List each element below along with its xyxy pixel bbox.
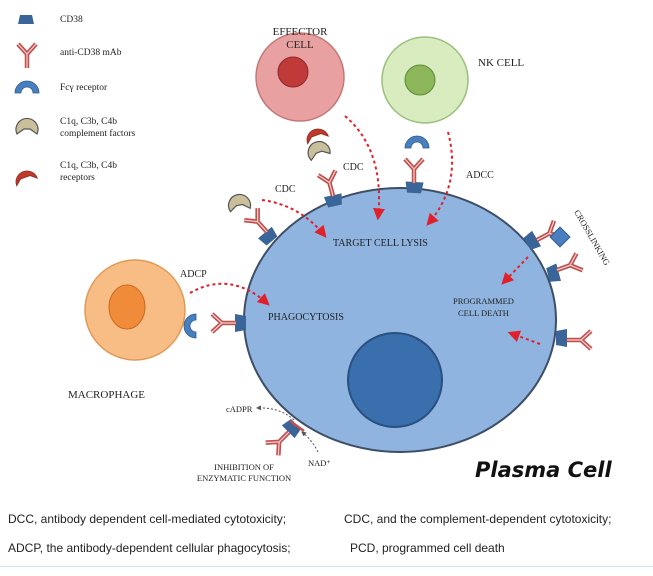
arrows [189,115,541,345]
phagocytosis-label: PHAGOCYTOSIS [268,312,344,323]
pcd-label-1: PROGRAMMED [453,296,514,306]
cd38-macrophage [235,314,246,332]
target-lysis-label: TARGET CELL LYSIS [333,238,428,249]
plasma-cell-nucleus [347,332,443,428]
legend-antibody-icon [18,44,36,68]
nk-fc-receptor [404,135,430,149]
cd38-right-low [556,329,567,347]
footnote-cdc: CDC, and the complement-dependent cytoto… [344,512,612,526]
inhibition-label-1: INHIBITION OF [214,462,274,472]
legend-fc-receptor-label: Fcγ receptor [60,83,108,93]
arrow-nk-lysis [426,131,454,226]
arrow-pcd [507,330,541,345]
nk-cell: NK CELL [381,36,524,124]
legend-receptor-label-2: receptors [60,173,95,183]
arrow-cdc-lysis [261,199,327,238]
legend-complement-icon [15,117,39,135]
plasma-cell-label: Plasma Cell [475,458,612,482]
bottom-divider [0,566,653,567]
cadpr-label: cADPR [226,404,253,414]
complement-factor-left [226,192,252,213]
antibody-macrophage [212,314,236,332]
arrow-nad [301,431,319,453]
legend-antibody-label: anti-CD38 mAb [60,48,122,58]
effector-label-2: CELL [286,39,314,51]
arrow-cadpr [256,405,295,421]
footnote-adcp: ADCP, the antibody-dependent cellular ph… [8,541,291,555]
antibody-nk [405,159,423,183]
inhibition-label-2: ENZYMATIC FUNCTION [197,473,291,483]
adcp-label: ADCP [180,269,207,280]
legend-fc-receptor-icon [14,80,40,94]
crosslinking-cd38 [549,226,571,248]
cdc-left-label: CDC [275,184,296,195]
enzymatic-block [289,419,305,433]
footnote-dcc: DCC, antibody dependent cell-mediated cy… [8,512,287,526]
enzymatic-arrows [256,405,319,453]
legend-complement-label-2: complement factors [60,128,135,139]
effector-label-1: EFFECTOR [273,26,328,38]
nad-label: NAD⁺ [308,458,331,468]
pcd-label-2: CELL DEATH [458,308,509,318]
antibody-pcd [567,331,591,349]
macrophage-cell: MACROPHAGE [68,259,186,401]
plasma-cell [243,187,557,453]
legend-complement-label-1: C1q, C3b, C4b [60,117,117,127]
cdc-top-label: CDC [343,162,364,173]
effector-receptor-stack [303,125,332,162]
arrow-effector-lysis [344,115,385,221]
legend: CD38 anti-CD38 mAb Fcγ receptor C1q, C3b… [12,15,135,187]
macrophage-fc-receptor [183,313,197,339]
footnote-pcd: PCD, programmed cell death [350,541,505,555]
legend-cd38-icon [18,15,34,24]
crosslinking-label: CROSSLINKING [572,208,612,267]
arrow-crosslink-pcd [501,256,529,285]
effector-cell: EFFECTOR CELL [255,26,345,122]
macrophage-label: MACROPHAGE [68,389,145,401]
cd38-top-right [405,181,424,194]
nk-label: NK CELL [478,57,524,69]
legend-cd38-label: CD38 [60,15,83,25]
arrow-adcp [189,282,270,306]
legend-receptor-label-1: C1q, C3b, C4b [60,161,117,171]
legend-complement-receptor-icon [12,167,38,187]
adcc-label: ADCC [466,170,494,181]
